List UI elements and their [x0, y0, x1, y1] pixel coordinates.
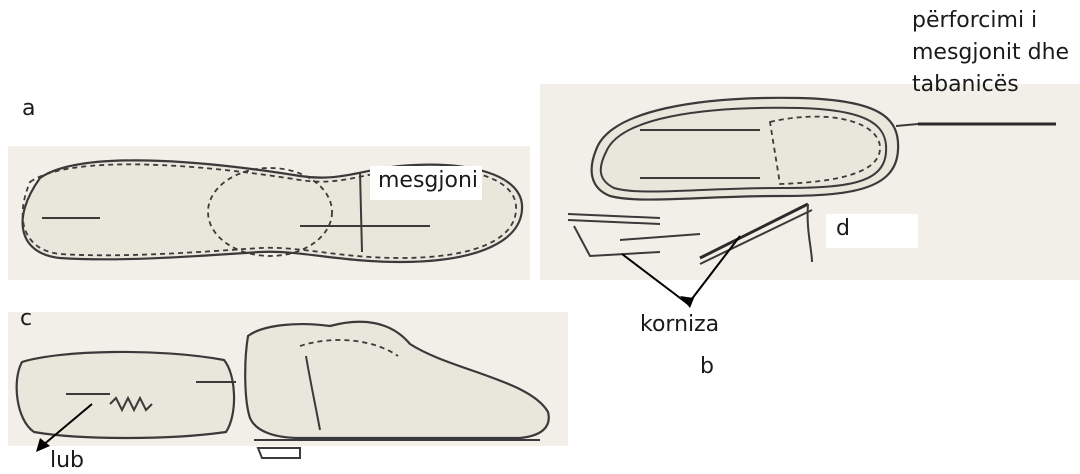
label-lub: lub	[50, 448, 84, 474]
label-perforcimi-line3: tabanicës	[912, 72, 1019, 98]
label-a: a	[22, 96, 35, 122]
label-korniza: korniza	[640, 312, 719, 338]
label-b: b	[700, 354, 714, 380]
label-d: d	[836, 216, 850, 242]
label-mesgjoni: mesgjoni	[378, 168, 478, 194]
label-c: c	[20, 306, 32, 332]
label-perforcimi-line2: mesgjonit dhe	[912, 40, 1069, 66]
label-perforcimi-line1: përforcimi i	[912, 8, 1037, 34]
